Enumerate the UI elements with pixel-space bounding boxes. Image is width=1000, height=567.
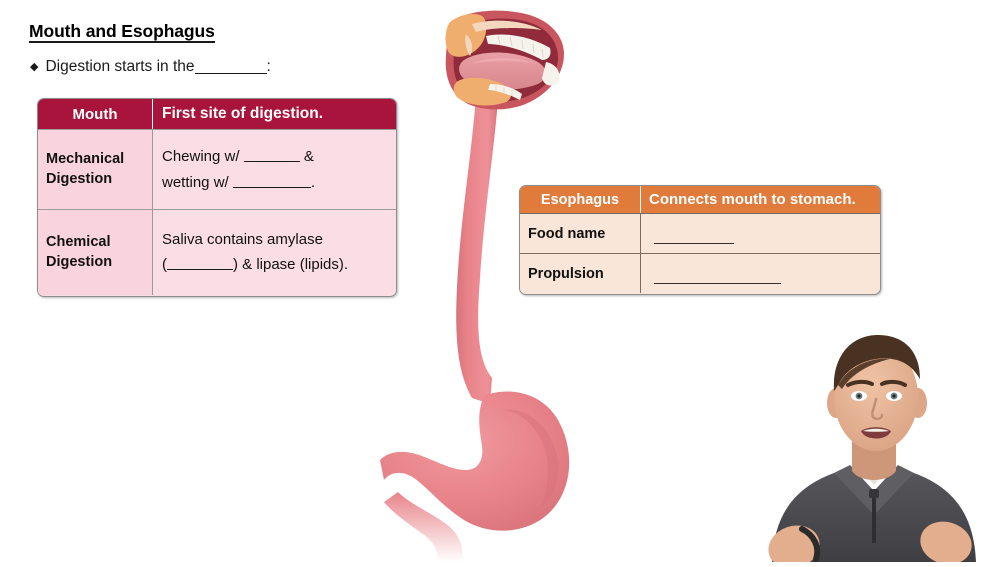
lip-corner: [542, 62, 560, 86]
hand-left: [768, 525, 820, 562]
page-title: Mouth and Esophagus: [29, 22, 215, 44]
mouth-r0-l0-after: &: [303, 147, 314, 165]
tongue: [459, 52, 546, 90]
upper-gum: [445, 14, 487, 57]
oral-cavity: [453, 18, 558, 102]
esophagus-tube: [456, 96, 498, 404]
mouth-r1-l1-after: ) & lipase (lipids).: [233, 256, 349, 273]
mouth-row-1-line-0: Saliva contains amylase: [162, 232, 390, 247]
esophagus-table-header-right: Connects mouth to stomach.: [649, 191, 856, 208]
zipper-pull: [869, 489, 879, 498]
stomach-shading: [500, 409, 559, 508]
instructor-video: [748, 285, 1000, 562]
mouth-row-0-label: Mechanical Digestion: [38, 130, 153, 209]
table-row: Mechanical Digestion Chewing w/ & wettin…: [38, 129, 396, 209]
mouth-outline: [445, 10, 564, 110]
mouth-row-0-line-1: wetting w/ .: [162, 175, 390, 191]
mouth-table: Mouth First site of digestion. Mechanica…: [37, 98, 397, 297]
zipper: [872, 493, 876, 543]
upper-teeth: [486, 34, 551, 60]
mouth-row-0-content: Chewing w/ & wetting w/ .: [153, 130, 396, 209]
hand-right: [920, 521, 972, 562]
esophagus-table-header-left: Esophagus: [520, 186, 641, 213]
bullet-text-before: Digestion starts in the: [45, 58, 195, 75]
mouth-r0-l1-before: wetting w/: [162, 173, 229, 191]
mouth-table-header-left: Mouth: [38, 99, 153, 129]
esophagus-row-0-value: [641, 214, 880, 253]
eyebrow-right: [880, 379, 907, 387]
esophagus-row-1-label: Propulsion: [520, 254, 641, 293]
eyebrow-left: [846, 379, 874, 387]
lower-teeth-lines: [495, 85, 513, 96]
lower-teeth: [488, 84, 522, 100]
collar: [834, 465, 914, 515]
mouth-table-header-right: First site of digestion.: [162, 105, 324, 122]
teeth: [863, 428, 889, 432]
esophagus-table-header-row: Esophagus Connects mouth to stomach.: [520, 186, 880, 213]
esophagus-row-0-label: Food name: [520, 214, 641, 253]
bullet-statement: ◆ Digestion starts in the :: [30, 58, 271, 77]
hair-highlight: [838, 358, 890, 389]
nose: [871, 397, 884, 420]
stomach-body: [380, 391, 570, 531]
mouth-cross-section: [445, 10, 564, 110]
uvula: [465, 34, 473, 56]
table-row: Chemical Digestion Saliva contains amyla…: [38, 209, 396, 295]
pupil-left: [857, 394, 861, 398]
hard-palate: [472, 20, 542, 32]
mouth-table-header-row: Mouth First site of digestion.: [38, 99, 396, 129]
duodenum: [384, 492, 463, 562]
pupil-right: [892, 394, 896, 398]
esophagus-row-1-blank[interactable]: [654, 265, 781, 284]
mouth-r0-l1-after: .: [310, 173, 316, 191]
mouth-row-0-line-0: Chewing w/ &: [162, 149, 390, 165]
handheld-object: [799, 526, 821, 562]
mouth-row-1-label: Chemical Digestion: [38, 210, 153, 295]
bullet-blank[interactable]: [194, 55, 267, 74]
esophagus-row-0-blank[interactable]: [654, 225, 734, 244]
mouth-r1-l0-before: Saliva contains amylase: [162, 231, 323, 248]
diamond-bullet-icon: ◆: [30, 61, 39, 73]
mouth-r1-l1-before: (: [162, 256, 167, 273]
bullet-text-after: :: [266, 58, 271, 75]
hair: [833, 335, 920, 391]
esophagus-row-1-value: [641, 254, 880, 293]
mouth-r0-l1-blank[interactable]: [232, 172, 311, 188]
lower-gum: [453, 77, 511, 106]
esophagus-table: Esophagus Connects mouth to stomach. Foo…: [519, 185, 881, 295]
mouth-row-1-line-1: ( ) & lipase (lipids).: [162, 257, 390, 273]
upper-teeth-lines: [497, 35, 544, 58]
mouth-r0-l0-blank[interactable]: [243, 146, 300, 162]
table-row: Propulsion: [520, 253, 880, 293]
mouth-row-1-content: Saliva contains amylase ( ) & lipase (li…: [153, 210, 396, 295]
table-row: Food name: [520, 213, 880, 253]
tongue-highlight: [470, 58, 536, 64]
mouth-r1-l1-blank[interactable]: [167, 254, 233, 270]
mouth-r0-l0-before: Chewing w/: [162, 147, 240, 165]
